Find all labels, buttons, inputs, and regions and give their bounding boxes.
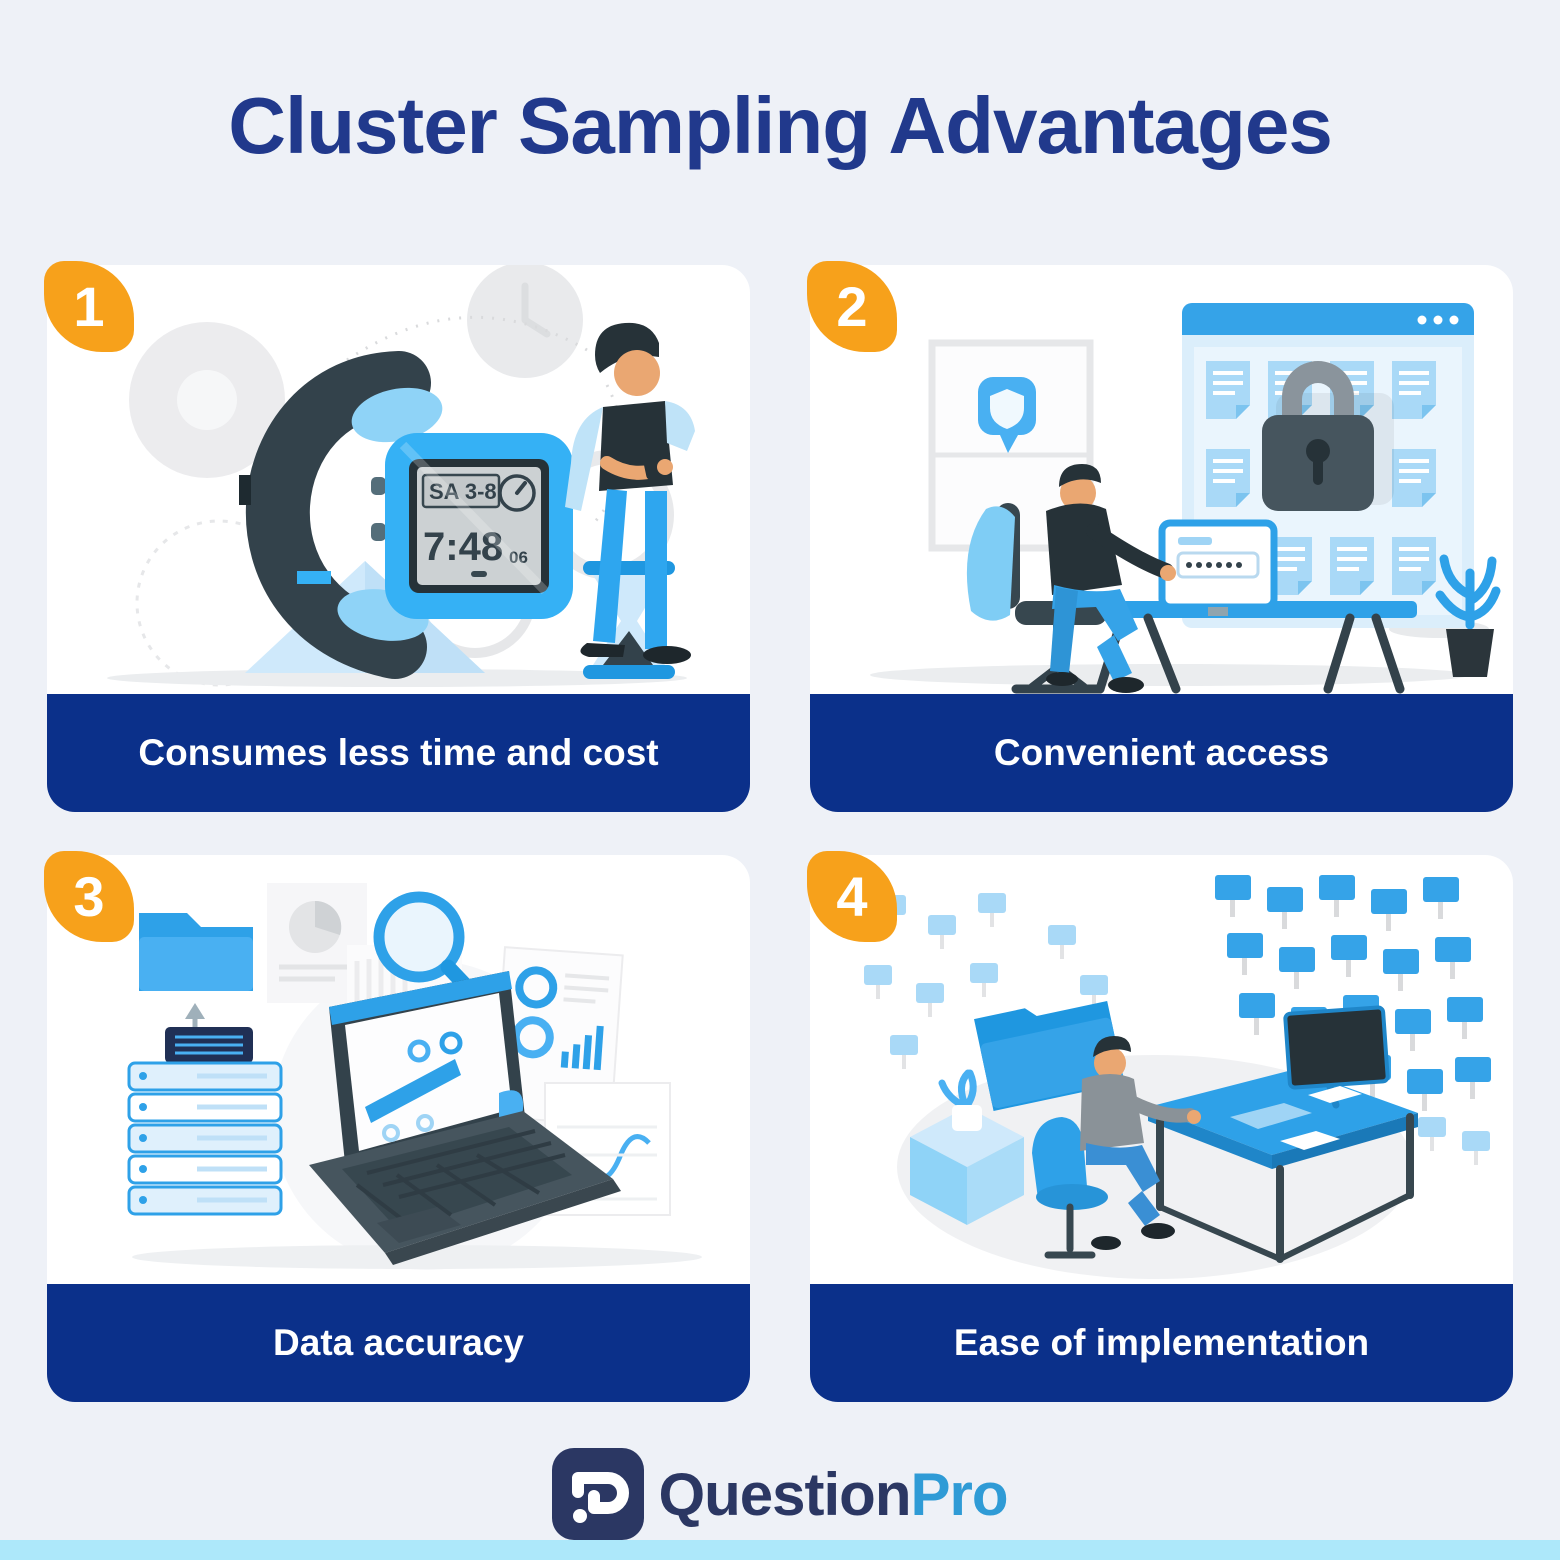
card-data-accuracy: 3 [44,851,750,1402]
watch-date-text: SA 3-8 [429,479,497,504]
caption-bar-3: Data accuracy [47,1284,750,1402]
badge-3-text: 3 [73,865,105,928]
caption-bar-1: Consumes less time and cost [47,694,750,812]
wristwatch-scene-icon: SA 3-8 7:48 06 [107,265,695,687]
bottom-accent-strip [0,1540,1560,1560]
badge-2-text: 2 [836,275,868,338]
caption-4-label: Ease of implementation [953,1322,1370,1363]
caption-2-label: Convenient access [993,732,1330,773]
ease-implementation-illustration [810,855,1513,1284]
caption-3-label: Data accuracy [273,1322,524,1363]
question-mark-p-icon [572,1472,630,1523]
caption-1-label: Consumes less time and cost [138,732,659,773]
questionpro-logo-icon [552,1448,645,1540]
brand-footer: QuestionPro [0,1448,1560,1540]
desk-security-scene-icon [870,303,1501,694]
caption-bar-2: Convenient access [810,694,1513,812]
badge-4-text: 4 [836,865,868,928]
card-ease-of-implementation: 4 [807,851,1513,1402]
laptop-analytics-scene-icon [127,883,702,1270]
brand-name: QuestionPro [658,1460,1008,1529]
card-consumes-less-time: 1 SA 3-8 [44,261,750,812]
card-convenient-access: 2 [807,261,1513,812]
time-cost-illustration: SA 3-8 7:48 06 [47,265,750,694]
watch-seconds-text: 06 [509,548,528,567]
workstation-scene-icon [864,875,1491,1279]
page-title: Cluster Sampling Advantages [228,81,1333,170]
data-accuracy-illustration [47,855,750,1284]
caption-bar-4: Ease of implementation [810,1284,1513,1402]
brand-pro-text: Pro [910,1460,1008,1528]
convenient-access-illustration [810,265,1513,694]
brand-question-text: Question [658,1460,911,1528]
watch-time-text: 7:48 [423,525,503,569]
badge-1-text: 1 [73,275,105,338]
